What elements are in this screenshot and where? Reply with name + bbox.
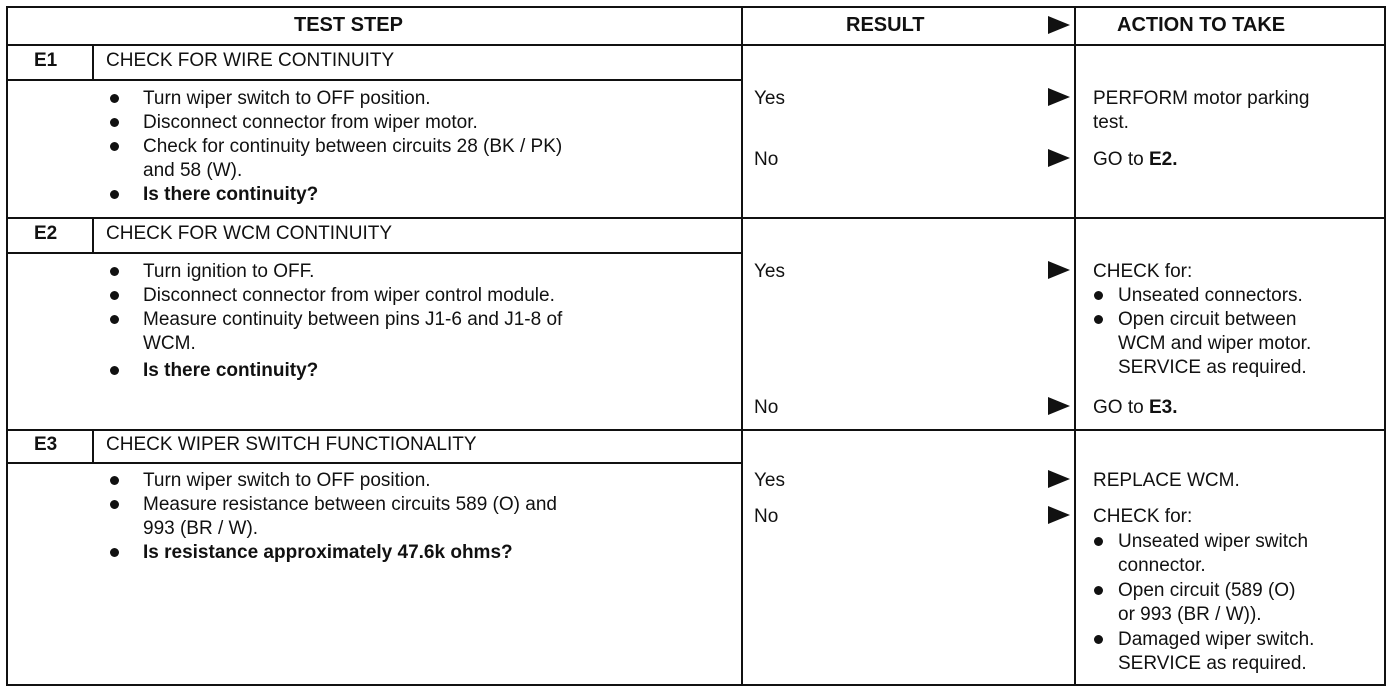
step-id: E3 [34,434,58,455]
step-instruction: Disconnect connector from wiper motor. [143,112,478,133]
result-no: No [754,149,779,170]
arrow-icon [1048,397,1070,415]
step-title: CHECK WIPER SWITCH FUNCTIONALITY [106,434,477,455]
result-no: No [754,506,779,527]
header-result: RESULT [846,14,925,36]
step-instruction-cont: WCM. [143,333,196,354]
action-check-item-cont: WCM and wiper motor. [1118,333,1312,354]
step-instruction: Check for continuity between circuits 28… [143,136,563,157]
action-check-item: Open circuit (589 (O) [1118,580,1296,601]
e1-title-rule [6,79,741,81]
bullet-icon [110,315,119,324]
arrow-icon [1048,470,1070,488]
bullet-icon [110,267,119,276]
action-check-item: Open circuit between [1118,309,1297,330]
action-goto-prefix: GO to [1093,149,1149,170]
bullet-icon [110,366,119,375]
step-instruction: Turn wiper switch to OFF position. [143,88,431,109]
step-question: Is there continuity? [143,184,319,205]
action-text: CHECK for: [1093,506,1193,527]
bullet-icon [110,291,119,300]
step-title: CHECK FOR WCM CONTINUITY [106,223,393,244]
bullet-icon [1094,635,1103,644]
action-text: PERFORM motor parking [1093,88,1310,109]
action-text: REPLACE WCM. [1093,470,1240,491]
bullet-icon [1094,586,1103,595]
step-instruction: Disconnect connector from wiper control … [143,285,555,306]
left-rule [6,6,8,686]
header-action: ACTION TO TAKE [1117,14,1286,36]
step-instruction-cont: 993 (BR / W). [143,518,259,539]
step-instruction: Turn wiper switch to OFF position. [143,470,431,491]
e3-id-rule [92,429,94,464]
e2-title-rule [6,252,741,254]
bullet-icon [110,190,119,199]
step-question: Is resistance approximately 47.6k ohms? [143,542,513,563]
action-goto-step: E2. [1148,149,1178,170]
action-check-item-cont: or 993 (BR / W)). [1118,604,1262,625]
bullet-icon [1094,537,1103,546]
result-col-rule [741,6,743,686]
step-question: Is there continuity? [143,360,319,381]
e1-id-rule [92,44,94,81]
bullet-icon [110,94,119,103]
arrow-icon [1048,506,1070,524]
step-id: E1 [34,50,58,71]
step-title: CHECK FOR WIRE CONTINUITY [106,50,395,71]
header-test-step: TEST STEP [294,14,403,36]
step-id: E2 [34,223,58,244]
result-yes: Yes [754,470,785,491]
arrow-icon [1048,88,1070,106]
bottom-rule [6,684,1386,686]
action-check-item: Unseated wiper switch [1118,531,1309,552]
step-instruction: Measure continuity between pins J1-6 and… [143,309,563,330]
action-col-rule [1074,6,1076,686]
bullet-icon [110,476,119,485]
bullet-icon [110,548,119,557]
bullet-icon [1094,315,1103,324]
header-bottom-rule [6,44,1386,46]
arrow-icon [1048,16,1070,34]
step-instruction: Measure resistance between circuits 589 … [143,494,557,515]
action-check-item: Unseated connectors. [1118,285,1303,306]
result-yes: Yes [754,261,785,282]
action-text: CHECK for: [1093,261,1193,282]
action-check-item: Damaged wiper switch. [1118,629,1315,650]
e2-id-rule [92,217,94,254]
e3-title-rule [6,462,741,464]
top-rule [6,6,1386,8]
arrow-icon [1048,149,1070,167]
bullet-icon [110,118,119,127]
e3-top-rule [6,429,1386,431]
result-yes: Yes [754,88,785,109]
step-instruction: Turn ignition to OFF. [143,261,315,282]
action-goto: GO to E3. [1093,396,1178,420]
result-no: No [754,397,779,418]
bullet-icon [110,500,119,509]
action-check-item-cont: connector. [1118,555,1206,576]
action-text-cont: test. [1093,112,1129,133]
action-check-item-cont: SERVICE as required. [1118,357,1307,378]
bullet-icon [110,142,119,151]
action-goto-prefix: GO to [1093,397,1149,418]
e2-top-rule [6,217,1386,219]
right-rule [1384,6,1386,686]
action-check-item-cont: SERVICE as required. [1118,653,1307,674]
arrow-icon [1048,261,1070,279]
bullet-icon [1094,291,1103,300]
step-instruction-cont: and 58 (W). [143,160,243,181]
action-goto-step: E3. [1148,397,1178,418]
action-goto: GO to E2. [1093,148,1178,172]
